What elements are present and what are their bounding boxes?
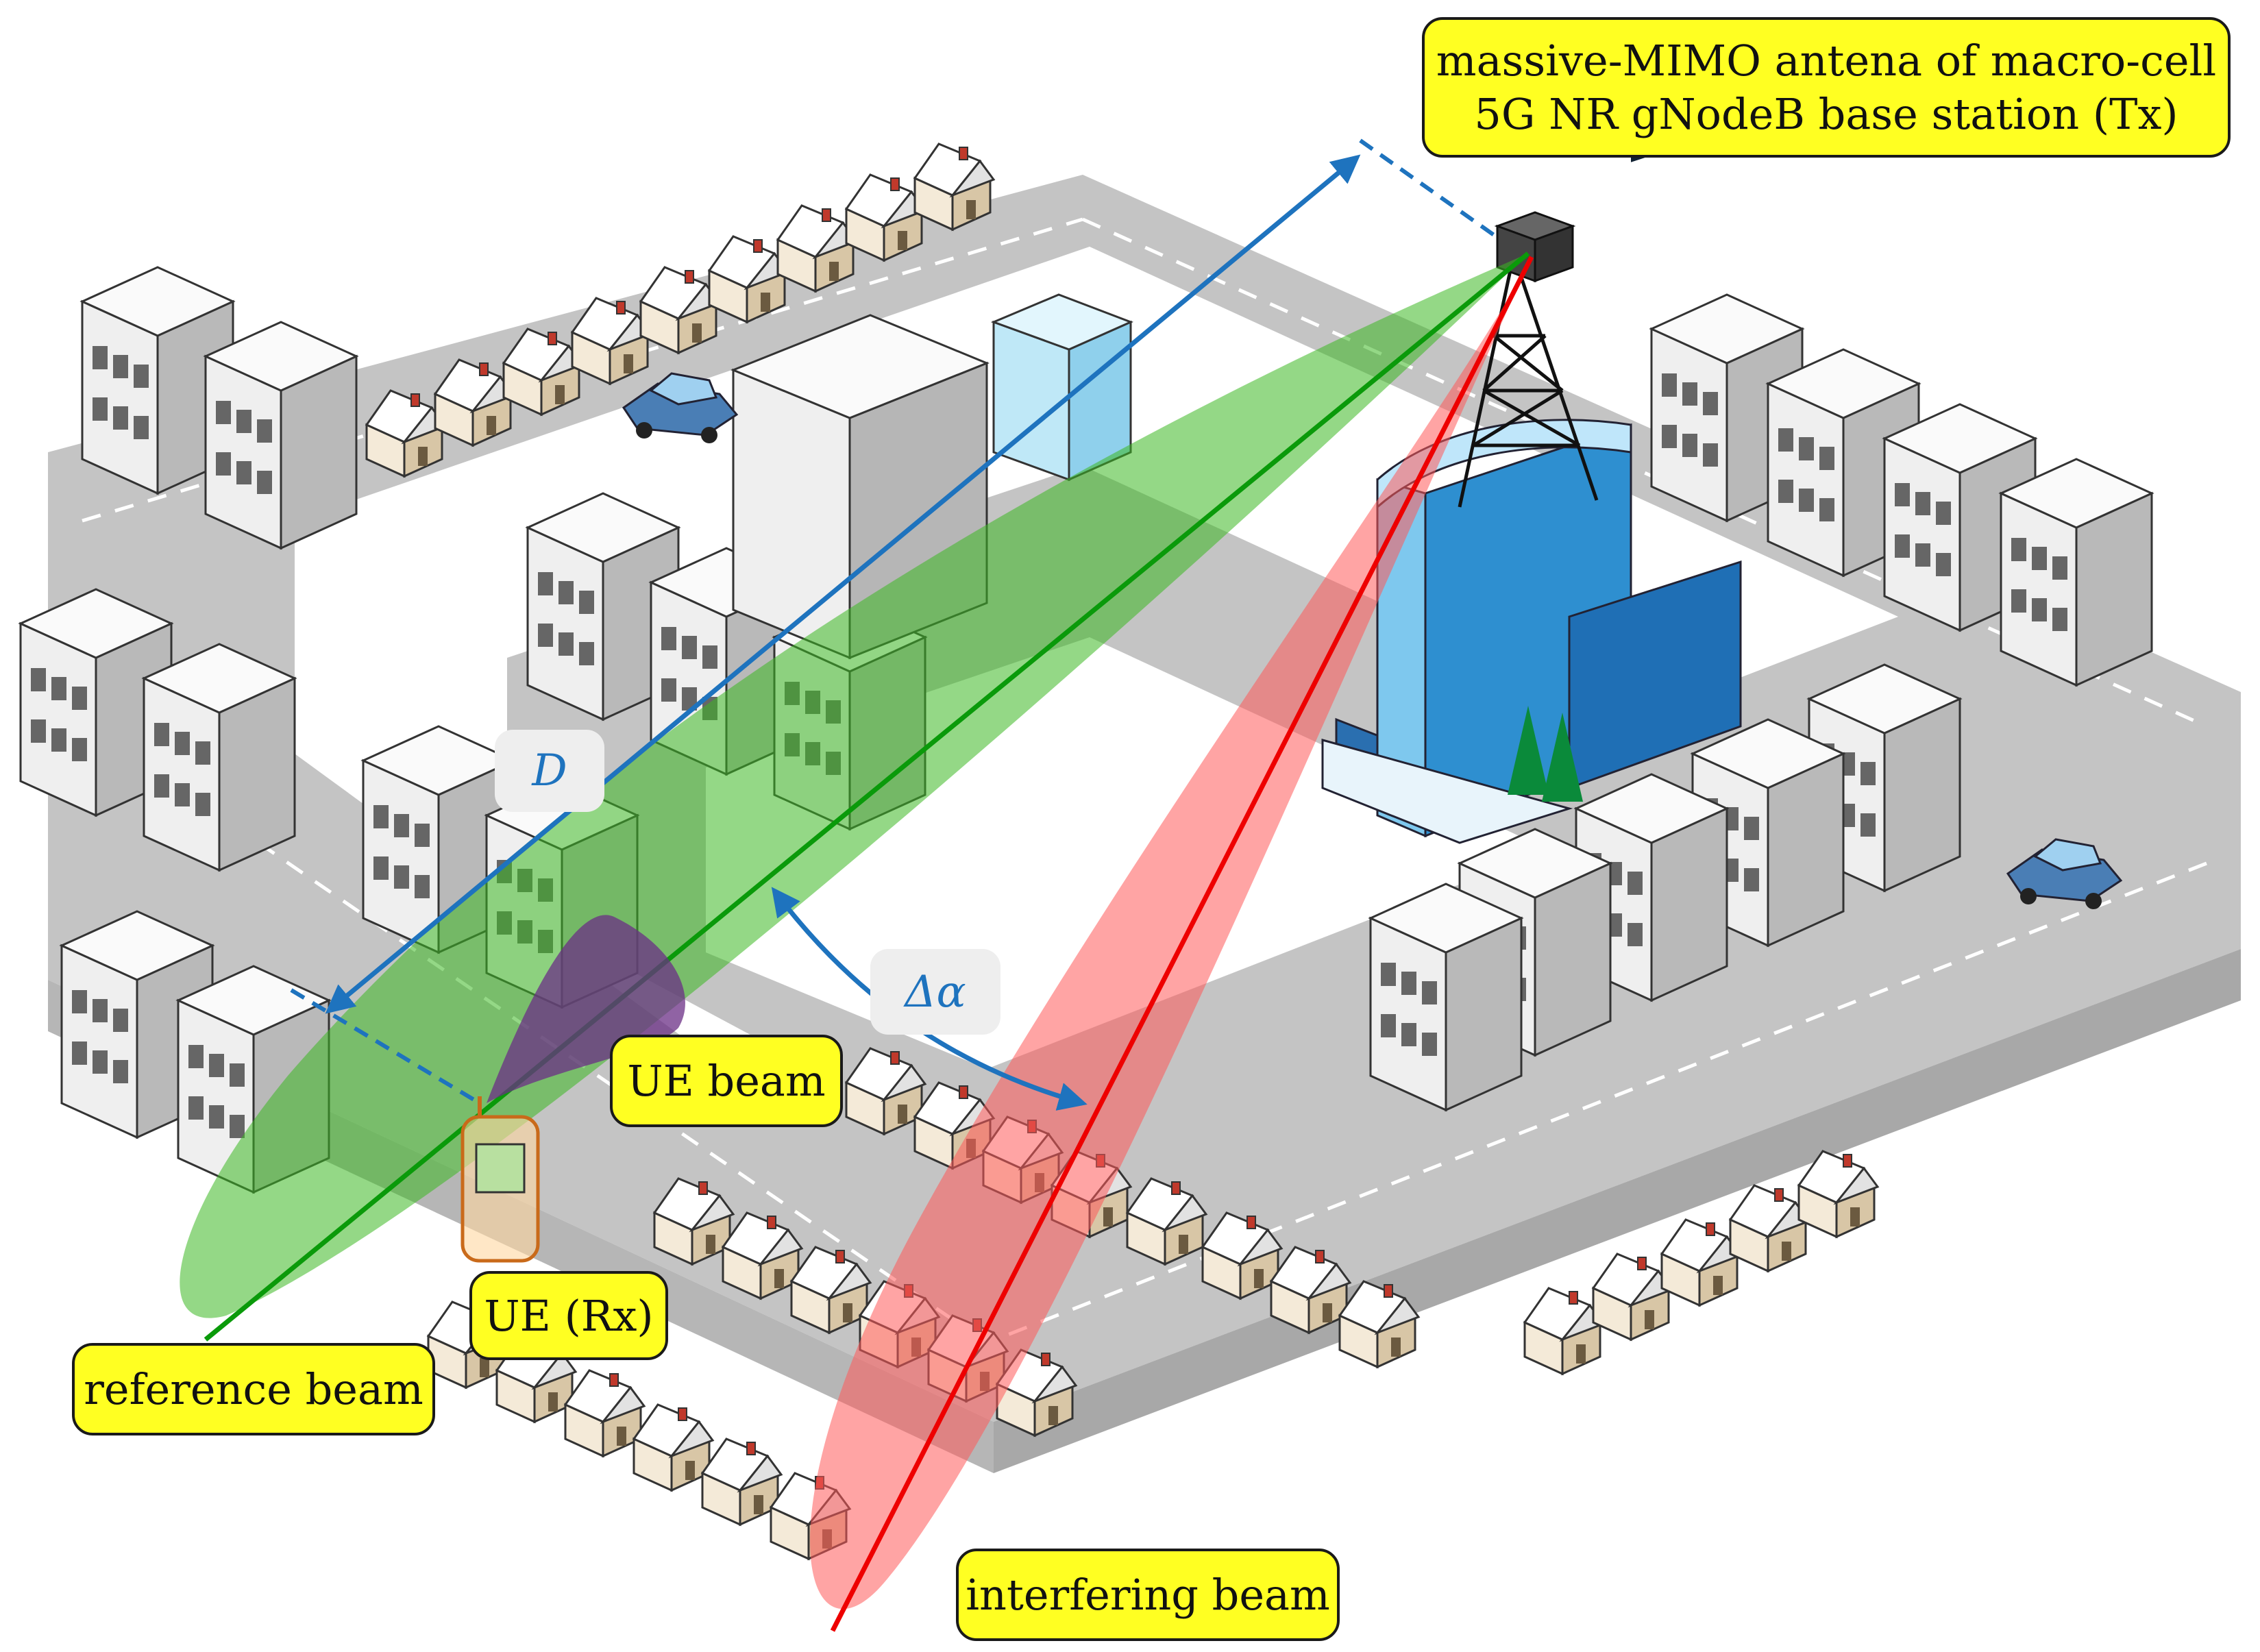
interfering-beam-callout: interfering beam: [956, 1549, 1340, 1641]
reference-beam-callout: reference beam: [72, 1343, 435, 1435]
antenna-tower: [1458, 267, 1599, 508]
angle-label: Δα: [870, 949, 1000, 1035]
distance-dimension: [290, 138, 1502, 1105]
ue-beam-label: UE beam: [627, 1056, 826, 1106]
distance-symbol: D: [532, 745, 567, 796]
distance-label: D: [495, 730, 604, 812]
interfering-beam-label: interfering beam: [966, 1570, 1330, 1620]
reference-beam-label: reference beam: [84, 1364, 423, 1414]
base-station-label-line1: massive-MIMO antena of macro-cell: [1436, 35, 2217, 86]
base-station-building: [1321, 94, 1742, 844]
ue-rx-callout: UE (Rx): [469, 1271, 668, 1360]
ue-rx-label: UE (Rx): [484, 1290, 654, 1341]
ue-beam-callout: UE beam: [610, 1035, 843, 1127]
base-station-callout: massive-MIMO antena of macro-cell 5G NR …: [1422, 17, 2231, 158]
angle-symbol: Δα: [905, 966, 966, 1018]
base-station-label-line2: 5G NR gNodeB base station (Tx): [1474, 88, 2178, 139]
ue-phone-icon: [460, 1096, 540, 1263]
bank-building: [990, 293, 1133, 482]
